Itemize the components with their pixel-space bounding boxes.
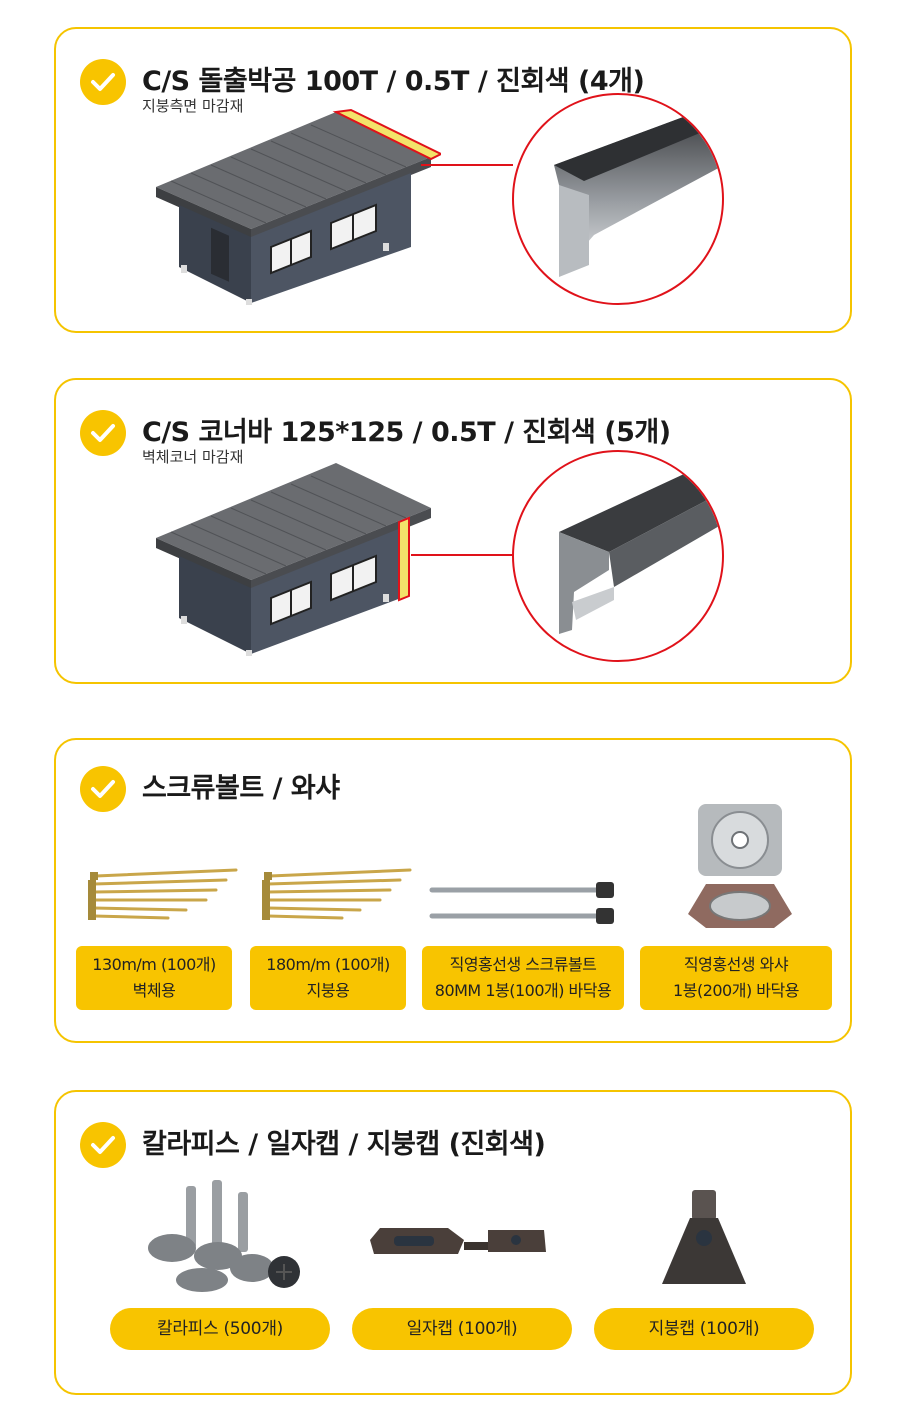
washer-image <box>688 804 792 928</box>
product-card-caps: 칼라피스 / 일자캡 / 지붕캡 (진회색) 칼라피스 (500개) 일자캡 (… <box>54 1090 852 1395</box>
item-label: 일자캡 (100개) <box>352 1308 572 1350</box>
screw-bolt-image <box>429 882 614 924</box>
section-subtitle: 지붕측면 마감재 <box>142 97 244 115</box>
screw-bolt-image <box>262 868 412 920</box>
label-line: 지붕용 <box>306 981 350 1000</box>
item-label: 직영홍선생 스크류볼트 80MM 1봉(100개) 바닥용 <box>422 946 624 1010</box>
cabin-illustration <box>156 463 431 656</box>
section-title: 스크류볼트 / 와샤 <box>142 773 340 804</box>
product-card-screw-bolt: 스크류볼트 / 와샤 130m/m (100개) 벽체용 180m/m (100… <box>54 738 852 1043</box>
check-icon <box>80 1122 126 1168</box>
callout-line <box>421 164 513 166</box>
section-subtitle: 벽체코너 마감재 <box>142 448 244 466</box>
section-title: 칼라피스 / 일자캡 / 지붕캡 (진회색) <box>142 1129 546 1160</box>
check-icon <box>80 59 126 105</box>
section-title: C/S 돌출박공 100T / 0.5T / 진회색 (4개) <box>142 66 645 97</box>
label-line: 벽체용 <box>132 981 176 1000</box>
label-line: 130m/m (100개) <box>92 955 216 974</box>
label-line: 직영홍선생 스크류볼트 <box>449 955 597 974</box>
section-title: C/S 코너바 125*125 / 0.5T / 진회색 (5개) <box>142 417 671 448</box>
cabin-illustration <box>156 108 441 305</box>
label-line: 80MM 1봉(100개) 바닥용 <box>434 981 612 1000</box>
item-label: 지붕캡 (100개) <box>594 1308 814 1350</box>
color-screw-image <box>148 1180 300 1292</box>
gable-trim-zoom <box>512 93 724 305</box>
straight-cap-image <box>370 1228 546 1254</box>
item-label: 180m/m (100개) 지붕용 <box>250 946 406 1010</box>
roof-cap-image <box>662 1190 746 1284</box>
check-icon <box>80 766 126 812</box>
label-line: 직영홍선생 와샤 <box>683 955 789 974</box>
callout-line <box>411 554 513 556</box>
label-line: 1봉(200개) 바닥용 <box>673 981 799 1000</box>
check-icon <box>80 410 126 456</box>
corner-bar-zoom <box>512 450 724 662</box>
screw-bolt-image <box>88 868 238 920</box>
label-line: 180m/m (100개) <box>266 955 390 974</box>
item-label: 칼라피스 (500개) <box>110 1308 330 1350</box>
product-card-gable-trim: C/S 돌출박공 100T / 0.5T / 진회색 (4개) 지붕측면 마감재 <box>54 27 852 333</box>
item-label: 직영홍선생 와샤 1봉(200개) 바닥용 <box>640 946 832 1010</box>
product-card-corner-bar: C/S 코너바 125*125 / 0.5T / 진회색 (5개) 벽체코너 마… <box>54 378 852 684</box>
item-label: 130m/m (100개) 벽체용 <box>76 946 232 1010</box>
